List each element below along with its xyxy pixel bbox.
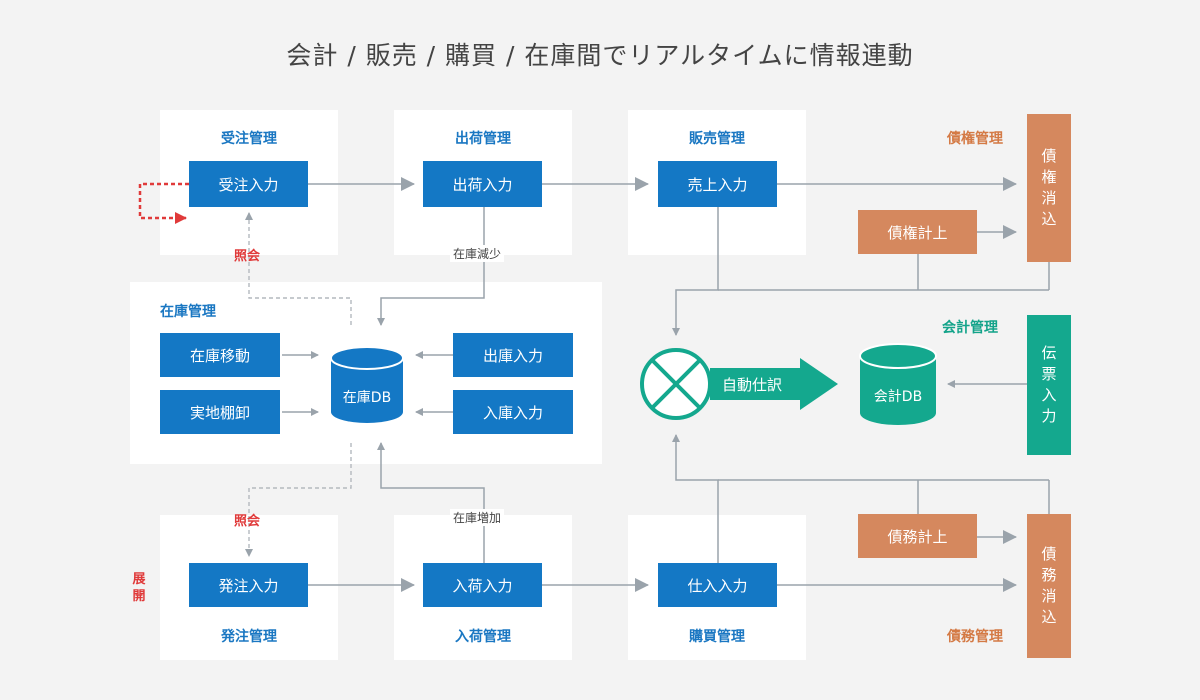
receivable-clearing-box: 債権消込: [1027, 114, 1071, 262]
accounting-db-label: 会計DB: [873, 389, 923, 405]
section-order: 受注管理: [221, 131, 277, 147]
inquiry-top-label: 照会: [234, 249, 261, 264]
shipping-entry-box: 出荷入力: [423, 161, 542, 207]
auto-journal-label: 自動仕訳: [722, 376, 783, 394]
stock-decrease-line: [377, 207, 485, 326]
section-accounting: 会計管理: [942, 320, 998, 336]
receipt-entry-box: 入庫入力: [453, 390, 573, 434]
order-entry-box: 受注入力: [189, 161, 308, 207]
inquiry-top-line: [245, 212, 352, 325]
section-sales: 販売管理: [689, 131, 745, 147]
accounting-db-cylinder: [859, 343, 937, 425]
inquiry-bottom-label: 照会: [234, 514, 261, 529]
po-entry-box: 発注入力: [189, 563, 308, 607]
inquiry-bottom-line: [245, 443, 352, 557]
order-loop-red-line: [138, 182, 189, 224]
sales-to-journal-line: [672, 207, 719, 336]
sales-entry-box: 売上入力: [658, 161, 777, 207]
section-receivable: 債権管理: [947, 131, 1003, 147]
section-inventory: 在庫管理: [160, 304, 216, 320]
stock-increase-line: [377, 442, 485, 563]
voucher-entry-box: 伝票入力: [1027, 315, 1071, 455]
purchase-to-journal-line: [672, 434, 719, 563]
stock-transfer-box: 在庫移動: [160, 333, 280, 377]
section-purchasing: 購買管理: [689, 629, 745, 645]
arrival-entry-box: 入荷入力: [423, 563, 542, 607]
section-payable: 債務管理: [947, 629, 1003, 645]
auto-journal-arrow: [710, 358, 838, 410]
stock-decrease-label: 在庫減少: [450, 245, 505, 262]
page-title: 会計 / 販売 / 購買 / 在庫間でリアルタイムに情報連動: [286, 41, 914, 70]
stock-increase-label: 在庫増加: [450, 509, 505, 526]
expand-label: 展開: [132, 572, 146, 604]
issue-entry-box: 出庫入力: [453, 333, 573, 377]
physical-count-box: 実地棚卸: [160, 390, 280, 434]
section-receiving: 入荷管理: [455, 629, 511, 645]
purchase-entry-box: 仕入入力: [658, 563, 777, 607]
payable-posting-box: 債務計上: [858, 514, 977, 558]
receivable-posting-box: 債権計上: [858, 210, 977, 254]
inventory-db-label: 在庫DB: [342, 390, 392, 406]
section-purchase-order: 発注管理: [221, 629, 277, 645]
section-shipping: 出荷管理: [455, 131, 511, 147]
inventory-db-cylinder: [330, 346, 404, 423]
payable-clearing-box: 債務消込: [1027, 514, 1071, 658]
